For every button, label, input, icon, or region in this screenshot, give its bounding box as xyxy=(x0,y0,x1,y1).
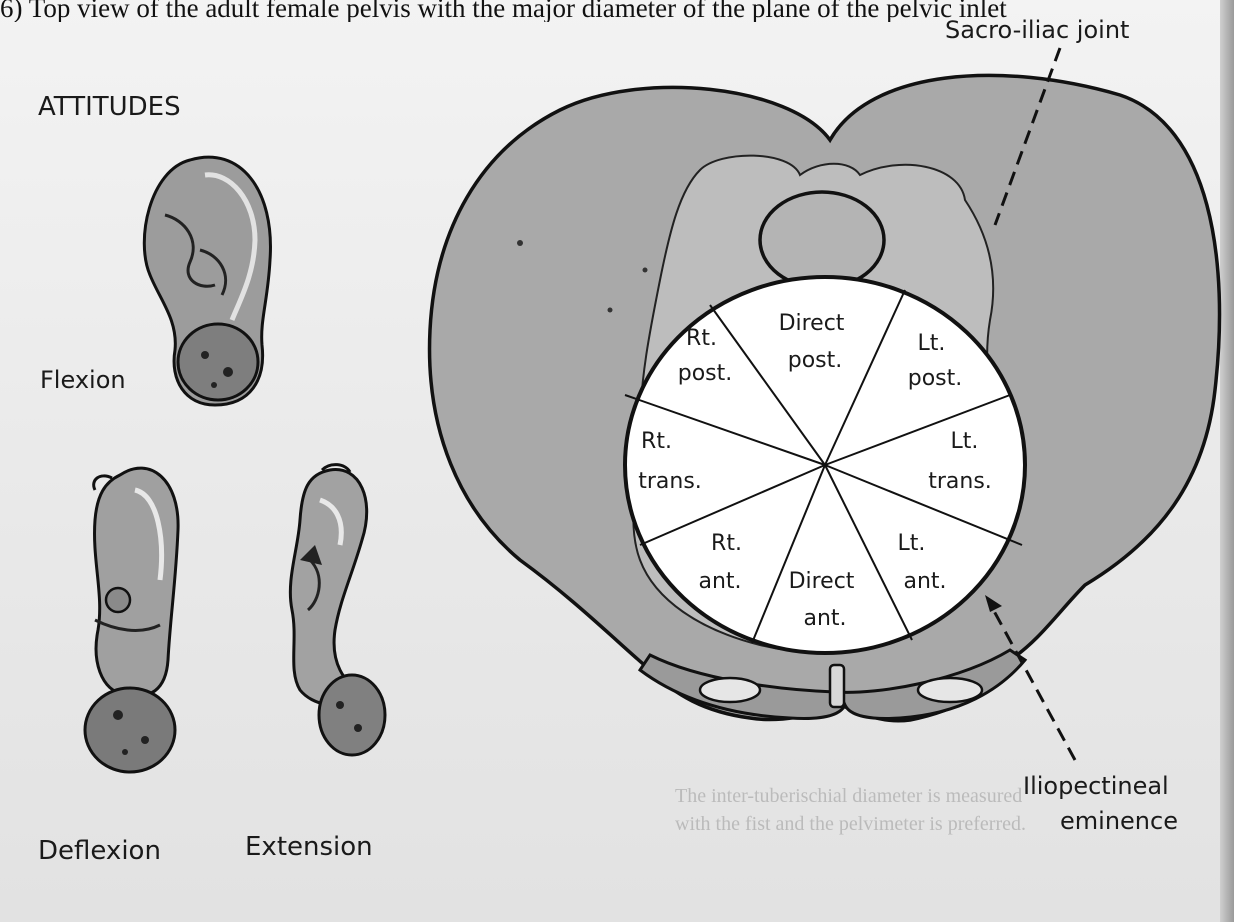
bleed-through-line-2: with the fist and the pelvimeter is pref… xyxy=(675,813,1026,835)
pelvic-inlet-diagram: Rt. post. Direct post. Lt. post. Rt. tra… xyxy=(625,277,1025,653)
fetus-deflexion-illustration xyxy=(85,468,178,772)
sacro-iliac-joint-label: Sacro-iliac joint xyxy=(945,16,1129,44)
deflexion-label: Deflexion xyxy=(38,836,161,866)
fetus-extension-illustration xyxy=(290,465,385,755)
flexion-label: Flexion xyxy=(40,366,126,394)
fetus-flexion-illustration xyxy=(144,157,270,405)
iliopectineal-label-line-1: Iliopectineal xyxy=(1023,772,1169,800)
attitudes-title: ATTITUDES xyxy=(38,92,181,122)
bleed-through-text: The inter-tuberischial diameter is measu… xyxy=(675,785,1026,835)
extension-label: Extension xyxy=(245,832,373,862)
bleed-through-line-1: The inter-tuberischial diameter is measu… xyxy=(675,785,1022,807)
iliopectineal-label-line-2: eminence xyxy=(1060,807,1178,835)
